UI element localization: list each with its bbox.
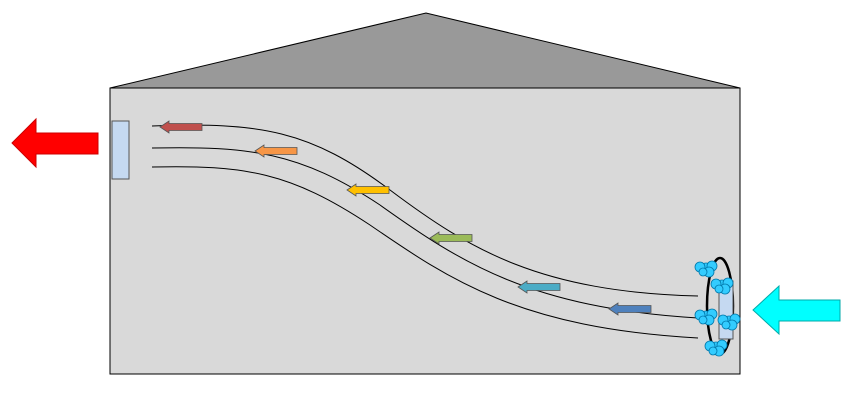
flow-arrow-2 [254,144,298,158]
cooling-pad-icon [694,256,741,357]
left-arrow-icon [11,117,99,169]
cooling-pad-droplet-5 [704,339,728,357]
airflow-line-top [151,124,699,297]
flow-arrow-6 [608,302,652,316]
flow-arrow-3 [346,183,390,197]
cooling-pad-droplet-1 [694,260,718,278]
flow-arrows [159,120,652,316]
left-arrow-icon [752,284,841,336]
cooling-pad-droplet-2 [710,277,734,295]
cooling-pad-droplet-4 [717,313,741,331]
flow-arrow-5 [517,280,561,294]
flow-arrow-1 [159,120,203,134]
flow-arrow-4 [429,231,473,245]
exhaust-vent [111,120,130,180]
pad-droplets [694,260,741,357]
cooling-pad-droplet-3 [694,308,718,326]
roof [109,12,741,89]
airflow-line-middle [151,147,699,319]
house-wall [109,87,741,375]
airflow-line-bottom [151,166,699,339]
